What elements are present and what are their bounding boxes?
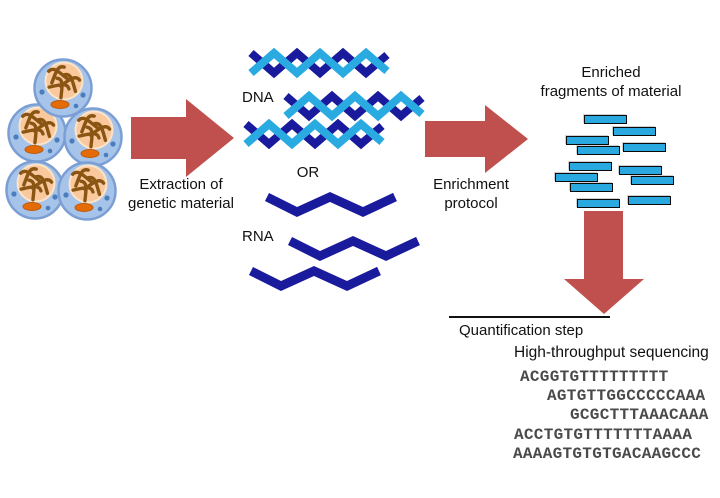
- enriched-label-line2: fragments of material: [540, 82, 682, 100]
- dna-fragment: [619, 166, 662, 175]
- dna-fragment: [613, 127, 656, 136]
- extraction-label-line2: genetic material: [128, 194, 234, 212]
- sequence-read: ACGGTGTTTTTTTTT: [520, 368, 669, 386]
- dna-fragment: [628, 196, 671, 205]
- enrichment-arrow-label: Enrichment protocol: [415, 176, 527, 214]
- enrichment-label-line2: protocol: [444, 194, 498, 212]
- extraction-arrow-label: Extraction of genetic material: [116, 176, 246, 214]
- rna-strand-icon: [248, 265, 384, 293]
- sequence-read: ACCTGTGTTTTTTTAAAA: [514, 426, 693, 444]
- dna-fragment: [569, 162, 612, 171]
- quantification-divider-line: [449, 316, 610, 318]
- enriched-fragments-label: Enriched fragments of material: [531, 64, 691, 102]
- dna-label: DNA: [242, 89, 274, 106]
- dna-fragment: [577, 199, 620, 208]
- quantification-label: Quantification step: [459, 322, 584, 339]
- dna-strand-icon: [248, 45, 390, 81]
- extraction-label-line1: Extraction of: [139, 176, 223, 193]
- sequencing-title: High-throughput sequencing: [514, 344, 709, 361]
- rna-label: RNA: [242, 228, 274, 245]
- enriched-label-line1: Enriched: [581, 64, 641, 81]
- or-label: OR: [296, 164, 320, 181]
- dna-fragment: [577, 146, 620, 155]
- dna-fragment: [631, 176, 674, 185]
- sequence-read: AAAAGTGTGTGACAAGCCC: [513, 445, 702, 463]
- sequence-read: AGTGTTGGCCCCCAAA: [547, 387, 706, 405]
- enrichment-arrow-icon: [425, 105, 528, 173]
- dna-strand-icon: [243, 116, 385, 152]
- sequence-read: GCGCTTTAAACAAA: [570, 406, 709, 424]
- rna-strand-icon: [287, 235, 423, 263]
- extraction-arrow-icon: [131, 99, 234, 177]
- dna-fragment: [566, 136, 609, 145]
- dna-fragment: [623, 143, 666, 152]
- dna-fragment: [584, 115, 627, 124]
- cell-cluster-illustration: [0, 50, 130, 225]
- dna-fragment: [555, 173, 598, 182]
- quantification-arrow-icon: [564, 211, 644, 314]
- dna-fragment: [570, 183, 613, 192]
- enrichment-label-line1: Enrichment: [433, 176, 509, 193]
- rna-strand-icon: [264, 191, 400, 219]
